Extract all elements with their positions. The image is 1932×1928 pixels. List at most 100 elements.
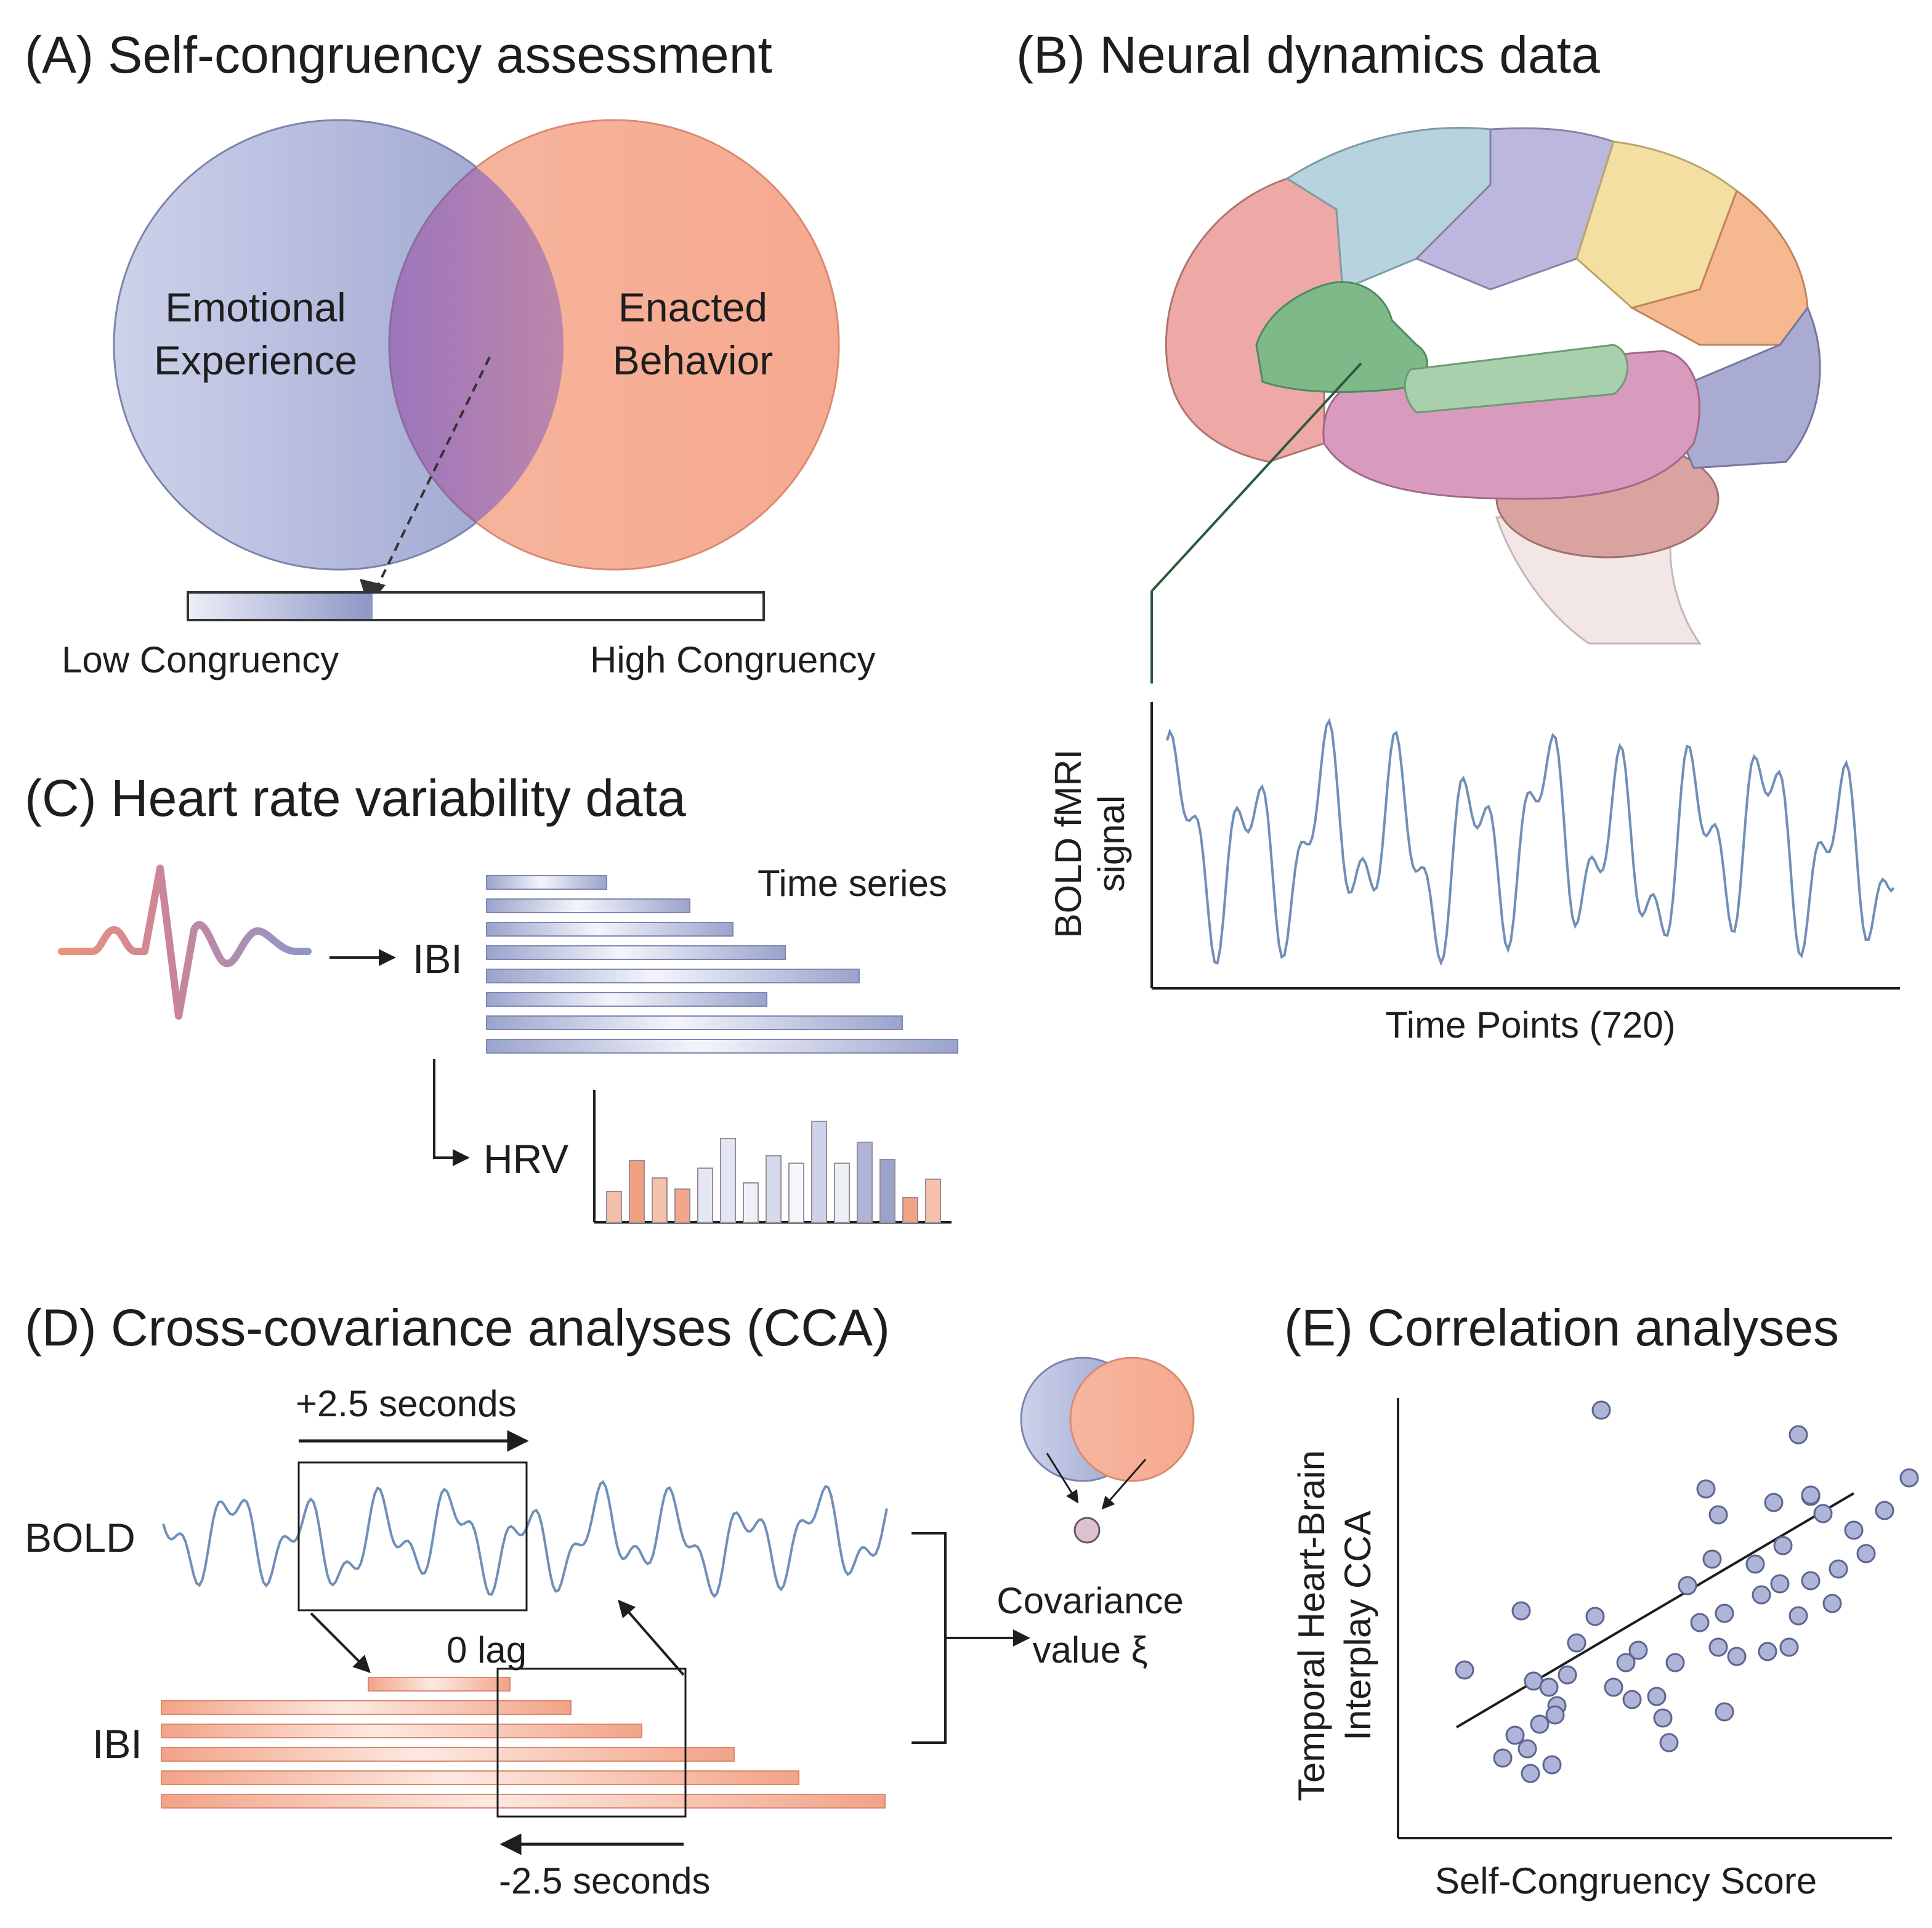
scatter-ylabel-1: Temporal Heart-Brain	[1291, 1450, 1332, 1801]
ibi-bar-1	[486, 875, 607, 890]
scatter-point	[1813, 1504, 1833, 1523]
scatter-point	[1789, 1606, 1808, 1626]
scatter-point	[1822, 1594, 1842, 1613]
scatter-point	[1702, 1549, 1722, 1569]
covariance-label-1: Covariance	[996, 1580, 1184, 1621]
bold-signal-line	[1166, 717, 1895, 966]
low-congruency-label: Low Congruency	[62, 639, 339, 680]
ibi-bar-4	[486, 945, 786, 960]
brain-pointer-line	[1150, 362, 1362, 592]
lag-window-minus	[496, 1668, 687, 1818]
bold-ylabel-1: BOLD fMRI	[1048, 749, 1089, 938]
emotional-label-1: Emotional	[165, 284, 346, 330]
congruency-arrow	[371, 357, 491, 597]
covariance-label-2: value ξ	[1033, 1629, 1148, 1671]
bold-xlabel: Time Points (720)	[1385, 1004, 1675, 1046]
temporal-green	[1404, 344, 1628, 414]
scatter-point	[1715, 1603, 1734, 1623]
zero-lag-label: 0 lag	[447, 1629, 527, 1671]
scatter-point	[1708, 1505, 1728, 1525]
mini-salmon-circle	[1069, 1357, 1195, 1482]
ibi-rows-d	[161, 1677, 886, 1809]
ibi-to-hrv-arrow	[433, 1059, 470, 1166]
panel-d: (D) Cross-covariance analyses (CCA) +2.5…	[25, 1299, 1195, 1902]
scatter-point	[1856, 1544, 1876, 1563]
scatter-point	[1715, 1702, 1734, 1722]
panel-c: (C) Heart rate variability data IBI Time…	[25, 769, 958, 1224]
scatter-point	[1622, 1690, 1642, 1709]
high-congruency-label: High Congruency	[590, 639, 876, 680]
scatter-point	[1764, 1493, 1784, 1512]
scatter-xlabel: Self-Congruency Score	[1435, 1860, 1817, 1902]
ibi-bar-2	[486, 898, 690, 913]
bold-label-d: BOLD	[25, 1515, 135, 1560]
occipital-lavender	[1662, 306, 1821, 469]
scatter-point	[1567, 1633, 1586, 1653]
ibi-bar-6	[486, 992, 767, 1007]
scatter-point	[1899, 1468, 1919, 1488]
ibi-bar-5	[486, 969, 860, 983]
ecg-pulse	[58, 865, 312, 1020]
ibi-row-3	[161, 1724, 642, 1738]
scatter-point	[1779, 1637, 1799, 1657]
overlap-lens	[388, 120, 564, 570]
ibi-row-1	[368, 1677, 511, 1692]
time-series-label: Time series	[758, 863, 947, 904]
scatter-point	[1773, 1536, 1793, 1555]
ibi-to-window-arrow	[618, 1599, 685, 1676]
window-to-ibi-arrow	[310, 1612, 371, 1673]
enacted-label-1: Enacted	[618, 284, 767, 330]
scatter-point	[1653, 1708, 1673, 1728]
scatter-point	[1708, 1637, 1728, 1657]
hrv-bars	[606, 1121, 941, 1223]
scatter-point	[1844, 1520, 1864, 1540]
mini-arrow-right	[1101, 1459, 1147, 1510]
panel-a-title: (A) Self-congruency assessment	[25, 26, 772, 84]
hrv-bar	[606, 1191, 622, 1223]
hrv-bar	[925, 1179, 941, 1223]
scatter-point	[1789, 1425, 1808, 1445]
scatter-point	[1665, 1653, 1685, 1672]
scatter-point	[1493, 1748, 1513, 1768]
ibi-label-d: IBI	[92, 1721, 142, 1767]
frontal-lobe	[1165, 177, 1344, 463]
motor-lavender	[1415, 127, 1615, 291]
scatter-point	[1521, 1764, 1540, 1783]
scatter-point	[1752, 1585, 1771, 1605]
hrv-bar	[652, 1177, 668, 1223]
hrv-bar	[766, 1155, 782, 1223]
ibi-row-2	[161, 1700, 572, 1715]
scatter-point	[1659, 1733, 1679, 1753]
hrv-bar	[879, 1159, 895, 1223]
scatter-point	[1875, 1501, 1894, 1520]
scatter-point	[1647, 1687, 1667, 1706]
ibi-row-6	[161, 1794, 886, 1809]
lag-window-plus	[297, 1461, 528, 1611]
covariance-dot	[1073, 1517, 1101, 1544]
scatter-ylabel-2: Interplay CCA	[1337, 1511, 1378, 1740]
scatter-point	[1770, 1574, 1790, 1594]
hrv-label: HRV	[483, 1136, 568, 1182]
panel-d-title: (D) Cross-covariance analyses (CCA)	[25, 1299, 890, 1357]
brain-illustration	[1150, 127, 1821, 684]
hrv-bar	[629, 1160, 645, 1223]
panel-b: (B) Neural dynamics data BOLD fMRI signa…	[1016, 26, 1900, 1046]
emotional-label-2: Experience	[154, 337, 357, 383]
panel-c-title: (C) Heart rate variability data	[25, 769, 686, 827]
scatter-point	[1829, 1559, 1848, 1579]
scatter-point	[1530, 1714, 1550, 1734]
scatter-point	[1690, 1613, 1710, 1632]
scatter-point	[1745, 1554, 1765, 1574]
ibi-bar-7	[486, 1015, 903, 1030]
hrv-bar	[697, 1168, 713, 1223]
scatter-point	[1511, 1601, 1531, 1621]
bold-ylabel-2: signal	[1091, 796, 1132, 892]
scatter-point	[1801, 1571, 1821, 1591]
scatter-point	[1801, 1485, 1821, 1505]
scatter-point	[1585, 1607, 1605, 1626]
enacted-label-2: Behavior	[613, 337, 774, 383]
hrv-bar	[811, 1121, 827, 1223]
scatter-point	[1558, 1665, 1577, 1685]
hrv-bar	[743, 1182, 759, 1223]
